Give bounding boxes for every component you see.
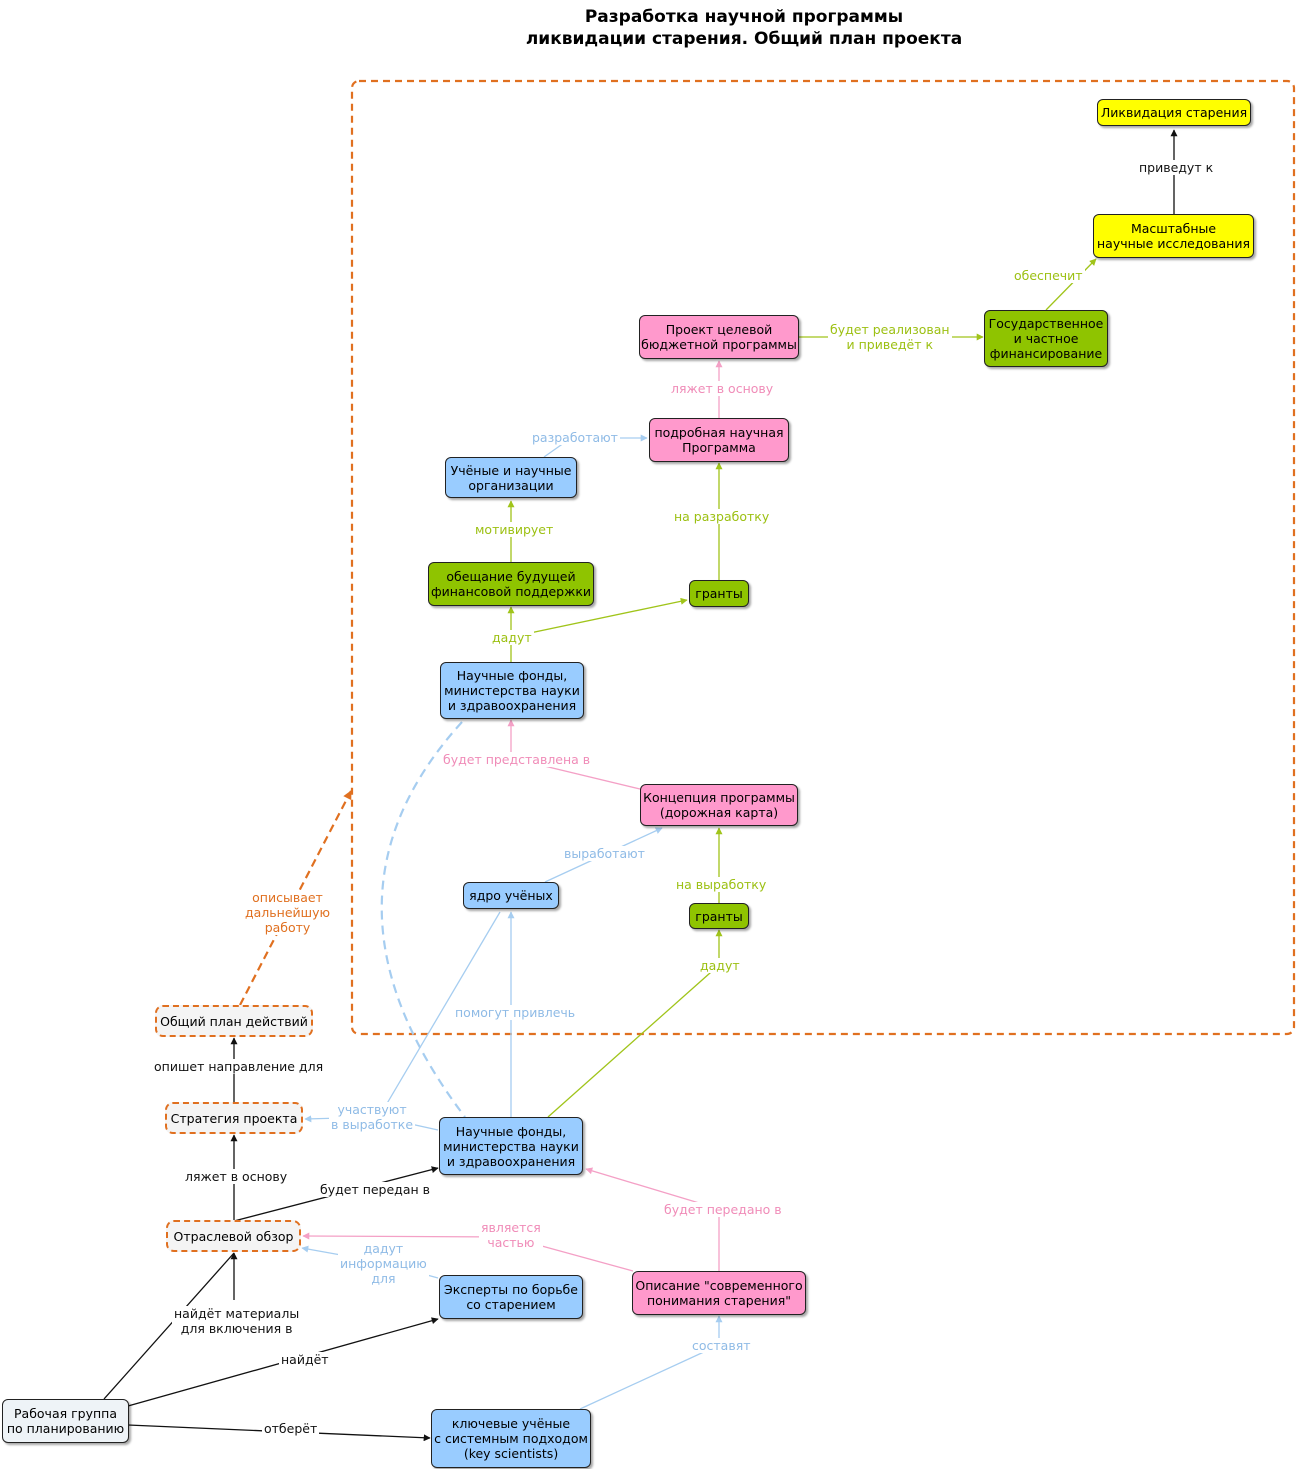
node-general-plan[interactable]: Общий план действий — [155, 1005, 313, 1037]
title-line-2: ликвидации старения. Общий план проекта — [525, 29, 963, 49]
label-work-out: выработают — [562, 846, 647, 861]
edge-is-part-b — [302, 1232, 510, 1240]
label-transferred-n: будет передано в — [662, 1202, 784, 1217]
label-give-top: дадут — [490, 630, 534, 645]
node-liquidation[interactable]: Ликвидация старения — [1097, 99, 1251, 126]
project-scope-frame — [350, 79, 1296, 1036]
label-motivates: мотивирует — [473, 522, 556, 537]
label-will-select: отберёт — [262, 1421, 320, 1436]
label-will-find: найдёт — [279, 1352, 331, 1367]
label-presented-in: будет представлена в — [441, 752, 593, 767]
label-transferred-m: будет передан в — [318, 1182, 432, 1197]
label-basis-bottom: ляжет в основу — [183, 1169, 290, 1184]
label-basis-top: ляжет в основу — [669, 381, 776, 396]
edge-will-compose — [579, 1344, 720, 1410]
label-will-develop: разработают — [530, 430, 620, 445]
edge-give-mid — [547, 964, 720, 1118]
label-lead-to: приведут к — [1137, 160, 1216, 175]
label-will-compose: составят — [690, 1338, 753, 1353]
title-line-1: Разработка научной программы — [584, 7, 904, 27]
node-grants-top[interactable]: гранты — [689, 580, 749, 607]
edge-find-materials — [103, 1252, 235, 1400]
node-strategy[interactable]: Стратегия проекта — [165, 1102, 303, 1134]
edge-funds-dashed-curve — [380, 721, 466, 1118]
node-grants-mid[interactable]: гранты — [689, 903, 749, 929]
label-will-provide: обеспечит — [1012, 268, 1085, 283]
label-for-working-out: на выработку — [674, 877, 769, 892]
edge-give-top-b — [510, 597, 688, 638]
edge-will-provide — [1045, 258, 1097, 311]
label-help-attract: помогут привлечь — [453, 1005, 578, 1020]
edge-participate-a — [378, 911, 501, 1118]
node-industry-review[interactable]: Отраслевой обзор — [166, 1220, 301, 1252]
label-will-outline: опишет направление для — [152, 1059, 326, 1074]
label-for-development: на разработку — [672, 509, 772, 524]
node-concept[interactable]: Концепция программы(дорожная карта) — [640, 784, 798, 826]
node-core[interactable]: ядро учёных — [463, 882, 559, 909]
diagram-title: Разработка научной программы ликвидации … — [444, 6, 1044, 50]
label-give-mid: дадут — [698, 958, 742, 973]
